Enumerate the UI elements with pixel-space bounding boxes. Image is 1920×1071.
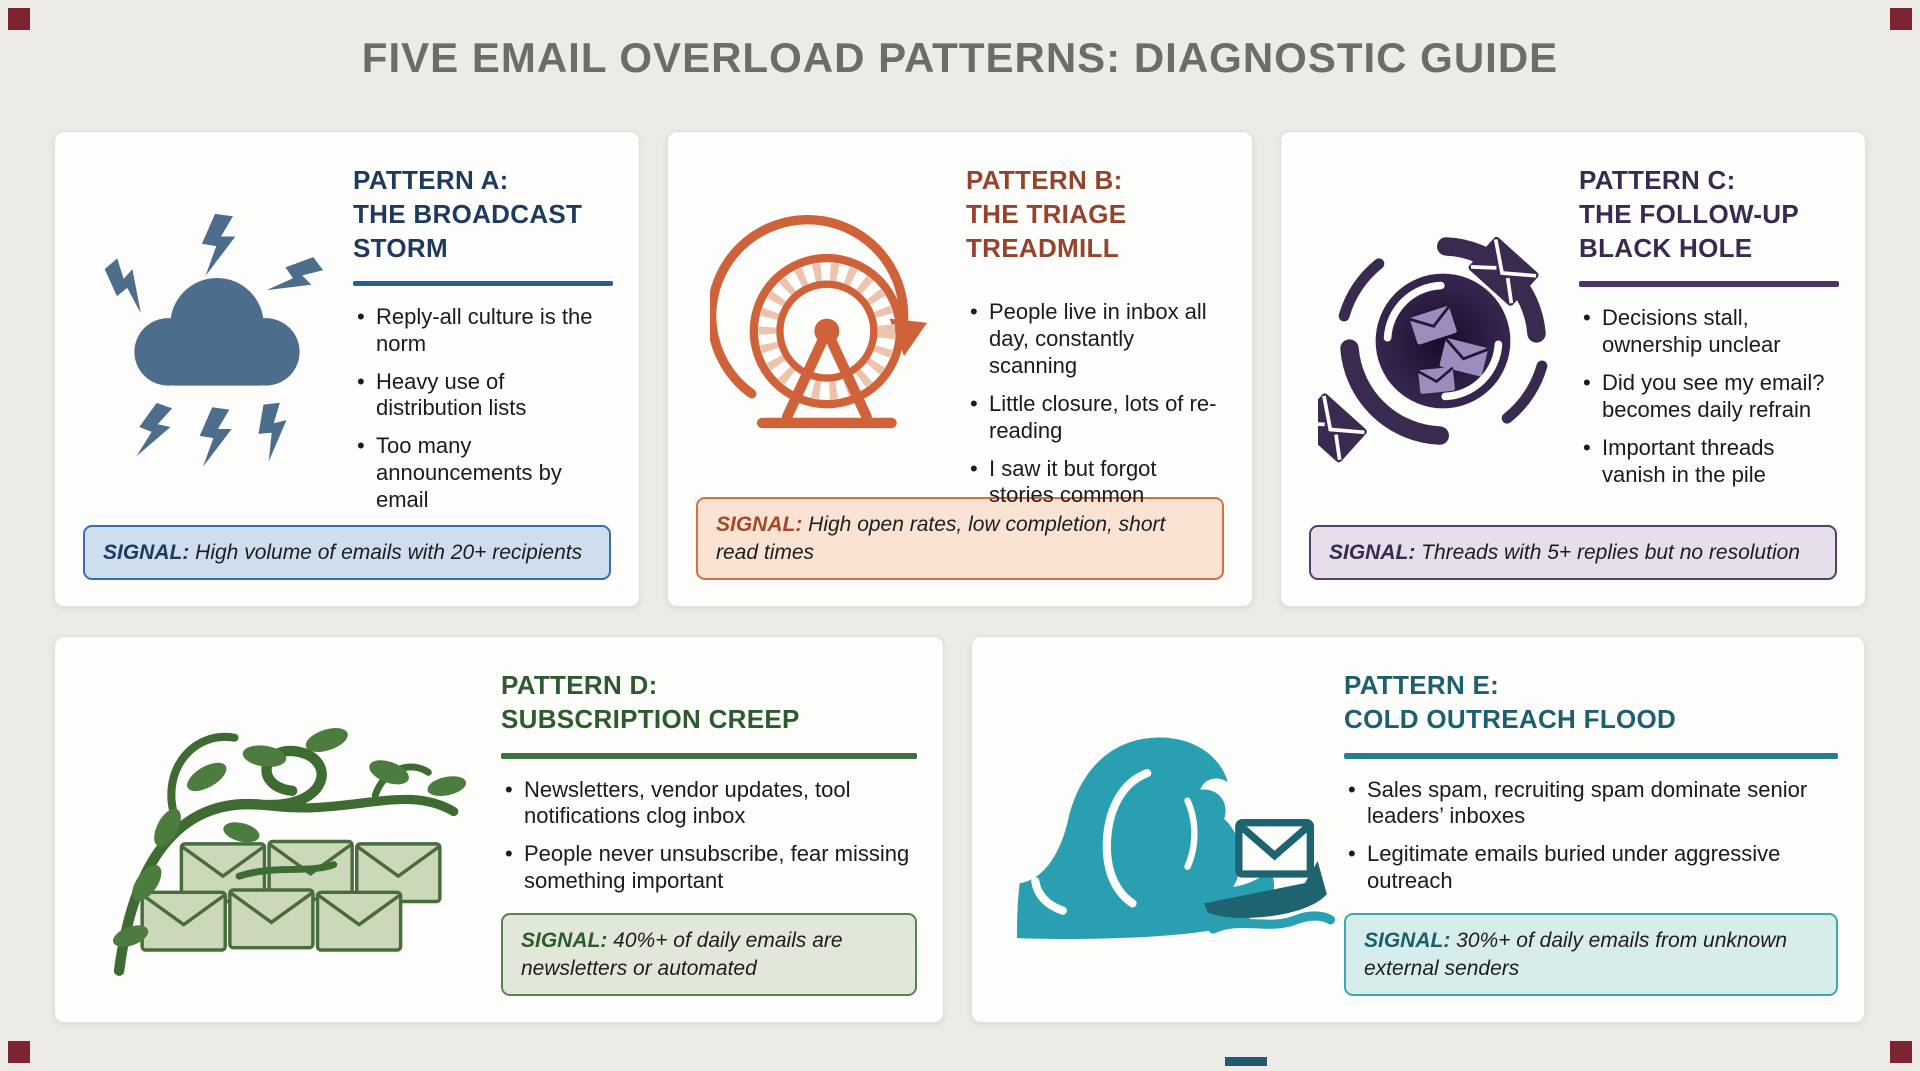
pattern-a-divider [353, 281, 613, 286]
bullet-item: I saw it but forgot stories common [966, 456, 1226, 510]
signal-text: 40%+ of daily emails are newsletters or … [521, 929, 843, 980]
pattern-d-card: PATTERN D: SUBSCRIPTION CREEP Newsletter… [54, 636, 944, 1023]
top-row: PATTERN A: THE BROADCAST STORM Reply-all… [54, 131, 1866, 607]
pattern-a-label: PATTERN A: [353, 165, 509, 195]
pattern-d-name: SUBSCRIPTION CREEP [501, 703, 800, 734]
pattern-d-bullets: Newsletters, vendor updates, tool notifi… [501, 777, 917, 906]
pattern-d-label: PATTERN D: [501, 670, 658, 700]
pattern-a-text: PATTERN A: THE BROADCAST STORM Reply-all… [353, 158, 613, 525]
bullet-item: Newsletters, vendor updates, tool notifi… [501, 777, 917, 831]
hamster-wheel-icon [710, 214, 928, 428]
pattern-b-signal-box: SIGNAL: High open rates, low completion,… [696, 497, 1224, 580]
bullet-item: Heavy use of distribution lists [353, 369, 613, 423]
pattern-c-bullets: Decisions stall, ownership unclear Did y… [1579, 305, 1839, 499]
bullet-item: Reply-all culture is the norm [353, 304, 613, 358]
bullet-item: Little closure, lots of re-reading [966, 391, 1226, 445]
corner-accent-bottom-right [1890, 1041, 1912, 1063]
pattern-a-bullets: Reply-all culture is the norm Heavy use … [353, 304, 613, 525]
pattern-e-text: PATTERN E: COLD OUTREACH FLOOD Sales spa… [1344, 663, 1838, 996]
pattern-c-divider [1579, 281, 1839, 288]
signal-label: SIGNAL: [1329, 540, 1416, 564]
bullet-item: Legitimate emails buried under aggressiv… [1344, 841, 1838, 895]
pattern-a-signal-box: SIGNAL: High volume of emails with 20+ r… [83, 524, 611, 580]
signal-label: SIGNAL: [521, 929, 608, 953]
black-hole-swirl-envelopes-icon [1318, 237, 1548, 463]
bullet-item: People live in inbox all day, constantly… [966, 299, 1226, 379]
vine-overgrown-envelopes-icon [81, 663, 501, 996]
bullet-item: Too many announcements by email [353, 433, 613, 513]
pattern-e-name: COLD OUTREACH FLOOD [1344, 703, 1677, 734]
footer-accent-bar [1225, 1057, 1267, 1066]
pattern-a-card: PATTERN A: THE BROADCAST STORM Reply-all… [54, 131, 640, 607]
bullet-item: Did you see my email? becomes daily refr… [1579, 370, 1839, 424]
pattern-c-text: PATTERN C: THE FOLLOW-UP BLACK HOLE Deci… [1579, 158, 1839, 525]
pattern-e-card: PATTERN E: COLD OUTREACH FLOOD Sales spa… [971, 636, 1865, 1023]
black-hole-swirl-envelopes-icon [1307, 158, 1579, 525]
pattern-e-body: PATTERN E: COLD OUTREACH FLOOD Sales spa… [998, 663, 1838, 996]
signal-text: High volume of emails with 20+ recipient… [195, 540, 583, 564]
pattern-e-label: PATTERN E: [1344, 670, 1500, 700]
corner-accent-top-right [1890, 8, 1912, 30]
pattern-c-label: PATTERN C: [1579, 165, 1736, 195]
pattern-c-body: PATTERN C: THE FOLLOW-UP BLACK HOLE Deci… [1307, 158, 1839, 525]
pattern-b-text: PATTERN B: THE TRIAGE TREADMILL People l… [966, 158, 1226, 507]
storm-cloud-lightning-icon [81, 158, 353, 525]
pattern-e-divider [1344, 752, 1838, 759]
pattern-a-body: PATTERN A: THE BROADCAST STORM Reply-all… [81, 158, 613, 525]
pattern-c-card: PATTERN C: THE FOLLOW-UP BLACK HOLE Deci… [1280, 131, 1866, 607]
signal-text: 30%+ of daily emails from unknown extern… [1364, 929, 1788, 980]
tidal-wave-boat-envelope-icon [1017, 736, 1336, 939]
pattern-b-label: PATTERN B: [966, 165, 1123, 195]
storm-cloud-lightning-icon [96, 214, 327, 467]
signal-text: Threads with 5+ replies but no resolutio… [1421, 540, 1800, 564]
pattern-b-card: PATTERN B: THE TRIAGE TREADMILL People l… [667, 131, 1253, 607]
pattern-e-bullets: Sales spam, recruiting spam dominate sen… [1344, 777, 1838, 906]
pattern-d-signal-box: SIGNAL: 40%+ of daily emails are newslet… [501, 913, 917, 996]
pattern-c-name: THE FOLLOW-UP BLACK HOLE [1579, 198, 1799, 263]
pattern-c-title: PATTERN C: THE FOLLOW-UP BLACK HOLE [1579, 164, 1839, 265]
signal-label: SIGNAL: [716, 513, 803, 537]
pattern-b-title: PATTERN B: THE TRIAGE TREADMILL [966, 164, 1226, 265]
bottom-row: PATTERN D: SUBSCRIPTION CREEP Newsletter… [54, 636, 1865, 1023]
pattern-e-title: PATTERN E: COLD OUTREACH FLOOD [1344, 669, 1838, 737]
pattern-b-body: PATTERN B: THE TRIAGE TREADMILL People l… [694, 158, 1226, 507]
pattern-c-signal-box: SIGNAL: Threads with 5+ replies but no r… [1309, 524, 1837, 580]
tidal-wave-boat-envelope-icon [998, 663, 1344, 996]
signal-text: High open rates, low completion, short r… [716, 513, 1166, 564]
corner-accent-bottom-left [8, 1041, 30, 1063]
bullet-item: Sales spam, recruiting spam dominate sen… [1344, 777, 1838, 831]
signal-label: SIGNAL: [103, 540, 190, 564]
pattern-d-body: PATTERN D: SUBSCRIPTION CREEP Newsletter… [81, 663, 917, 996]
pattern-d-text: PATTERN D: SUBSCRIPTION CREEP Newsletter… [501, 663, 917, 996]
bullet-item: Decisions stall, ownership unclear [1579, 305, 1839, 359]
pattern-d-divider [501, 752, 917, 759]
bullet-item: People never unsubscribe, fear missing s… [501, 841, 917, 895]
hamster-wheel-icon [694, 158, 966, 497]
pattern-d-title: PATTERN D: SUBSCRIPTION CREEP [501, 669, 917, 737]
pattern-e-signal-box: SIGNAL: 30%+ of daily emails from unknow… [1344, 913, 1838, 996]
signal-label: SIGNAL: [1364, 929, 1451, 953]
pattern-a-title: PATTERN A: THE BROADCAST STORM [353, 164, 613, 265]
page-title: FIVE EMAIL OVERLOAD PATTERNS: DIAGNOSTIC… [361, 34, 1559, 81]
vine-overgrown-envelopes-icon [112, 727, 467, 976]
bullet-item: Important threads vanish in the pile [1579, 435, 1839, 489]
corner-accent-top-left [8, 8, 30, 30]
pattern-a-name: THE BROADCAST STORM [353, 198, 583, 263]
pattern-b-bullets: People live in inbox all day, constantly… [966, 299, 1226, 520]
pattern-b-name: THE TRIAGE TREADMILL [966, 198, 1127, 263]
